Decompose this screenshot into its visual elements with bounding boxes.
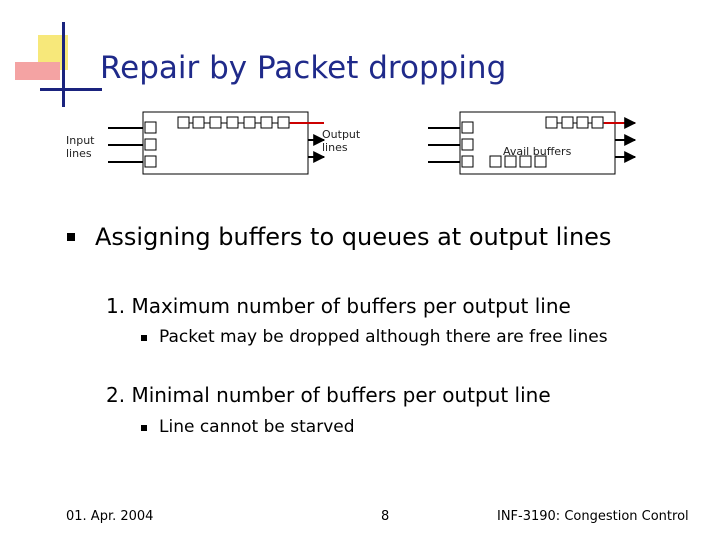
footer-date: 01. Apr. 2004: [66, 509, 153, 524]
bullet-main: Assigning buffers to queues at output li…: [95, 223, 611, 251]
input-lines-text: Input lines: [66, 134, 94, 160]
avail-buffers-label: Avail buffers: [503, 145, 571, 158]
list-item-2-sub: Line cannot be starved: [159, 417, 355, 437]
page-number: 8: [381, 509, 389, 524]
output-lines-label: Output lines: [322, 128, 360, 154]
bullet-marker: [67, 233, 75, 241]
output-lines-text: Output lines: [322, 128, 360, 154]
sub-bullet-marker: [141, 425, 147, 431]
sub-bullet-marker: [141, 335, 147, 341]
list-item-2: 2. Minimal number of buffers per output …: [106, 383, 551, 407]
input-lines-label: Input lines: [66, 134, 94, 160]
list-item-1-sub: Packet may be dropped although there are…: [159, 327, 608, 347]
router-left: [108, 112, 324, 174]
router-right: [428, 112, 635, 174]
list-item-1: 1. Maximum number of buffers per output …: [106, 294, 571, 318]
router-buffer-diagram: [0, 0, 720, 200]
footer-course: INF-3190: Congestion Control: [497, 509, 689, 524]
